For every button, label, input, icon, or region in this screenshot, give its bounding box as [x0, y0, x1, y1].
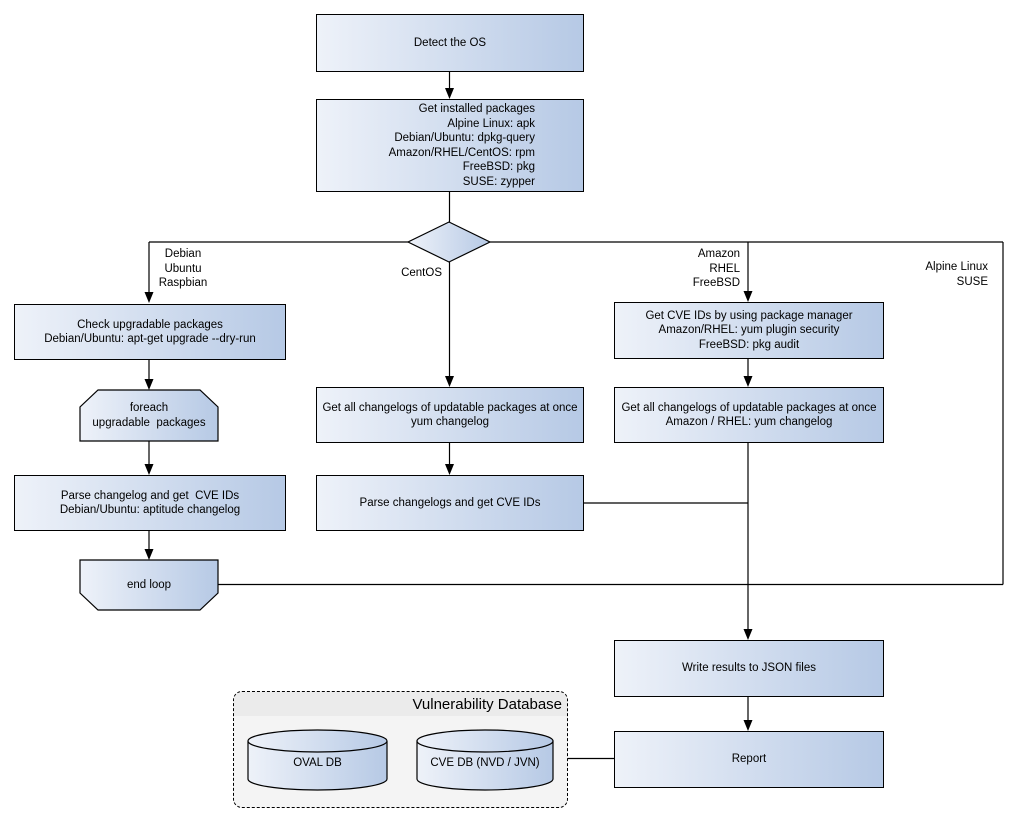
node-get-changelogs-centos-label: Get all changelogs of updatable packages… — [322, 401, 578, 429]
node-check-upgradable-packages: Check upgradable packages Debian/Ubuntu:… — [14, 304, 286, 360]
node-get-cve-ids-package-manager: Get CVE IDs by using package manager Ama… — [614, 302, 884, 359]
arrowhead-into-foreach — [144, 379, 154, 390]
cve-db-cylinder-top — [416, 729, 554, 753]
foreach-loop-shape — [79, 389, 219, 442]
cve-db-label-wrap: CVE DB (NVD / JVN) — [417, 741, 553, 785]
cluster-title-band: Vulnerability Database — [234, 692, 567, 716]
node-report-label: Report — [731, 753, 767, 766]
arrowhead-into-report — [743, 720, 753, 731]
end-loop-text: end loop — [126, 578, 172, 591]
edge-label-amazon-rhel-freebsd: Amazon RHEL FreeBSD — [692, 248, 740, 289]
arrowhead-into-parse-deb — [144, 464, 154, 475]
oval-db-cylinder-body — [247, 741, 388, 791]
node-detect-os-label: Detect the OS — [413, 36, 487, 49]
foreach-loop-text: foreach upgradable packages — [92, 402, 206, 429]
os-decision-diamond — [406, 221, 492, 263]
oval-db-label-wrap: OVAL DB — [248, 741, 387, 785]
oval-db-label: OVAL DB — [293, 756, 342, 769]
node-parse-changelogs-centos-label: Parse changelogs and get CVE IDs — [359, 496, 541, 509]
cve-db-cylinder-body — [416, 741, 554, 791]
node-get-changelogs-amazon-label: Get all changelogs of updatable packages… — [621, 401, 877, 429]
node-get-changelogs-centos: Get all changelogs of updatable packages… — [316, 387, 584, 443]
node-write-results-json: Write results to JSON files — [614, 640, 884, 697]
node-get-cve-ids-package-manager-label: Get CVE IDs by using package manager Ama… — [645, 309, 853, 351]
node-parse-changelog-debian: Parse changelog and get CVE IDs Debian/U… — [14, 475, 286, 531]
arrowhead-into-changelogs-centos — [445, 376, 454, 387]
node-get-installed-packages: Get installed packages Alpine Linux: apk… — [316, 99, 584, 192]
edge-label-centos: CentOS — [401, 267, 442, 279]
edge-label-alpine-suse: Alpine Linux SUSE — [925, 261, 988, 288]
cluster-title: Vulnerability Database — [412, 695, 562, 713]
edge-label-debian-ubuntu-raspbian: Debian Ubuntu Raspbian — [158, 248, 208, 289]
arrowhead-into-cveids — [743, 291, 753, 302]
cve-db-label: CVE DB (NVD / JVN) — [430, 756, 540, 769]
arrowhead-into-changelogs-amazon — [743, 376, 753, 387]
node-report: Report — [614, 731, 884, 788]
node-get-installed-packages-label: Get installed packages Alpine Linux: apk… — [388, 103, 535, 188]
arrowhead-into-parse-centos — [445, 464, 454, 475]
arrowhead-into-endloop — [144, 549, 154, 560]
node-write-results-json-label: Write results to JSON files — [682, 662, 816, 675]
end-loop-shape — [79, 559, 219, 611]
node-check-upgradable-packages-label: Check upgradable packages Debian/Ubuntu:… — [44, 318, 256, 346]
node-parse-changelogs-centos: Parse changelogs and get CVE IDs — [316, 475, 584, 531]
arrowhead-into-write-json — [743, 629, 753, 640]
oval-db-cylinder-top — [247, 729, 388, 753]
arrowhead-into-packages — [445, 88, 454, 99]
node-parse-changelog-debian-label: Parse changelog and get CVE IDs Debian/U… — [59, 489, 241, 517]
node-detect-os: Detect the OS — [316, 14, 584, 72]
arrowhead-into-check-upgradable — [144, 292, 154, 303]
node-get-changelogs-amazon: Get all changelogs of updatable packages… — [614, 387, 884, 443]
